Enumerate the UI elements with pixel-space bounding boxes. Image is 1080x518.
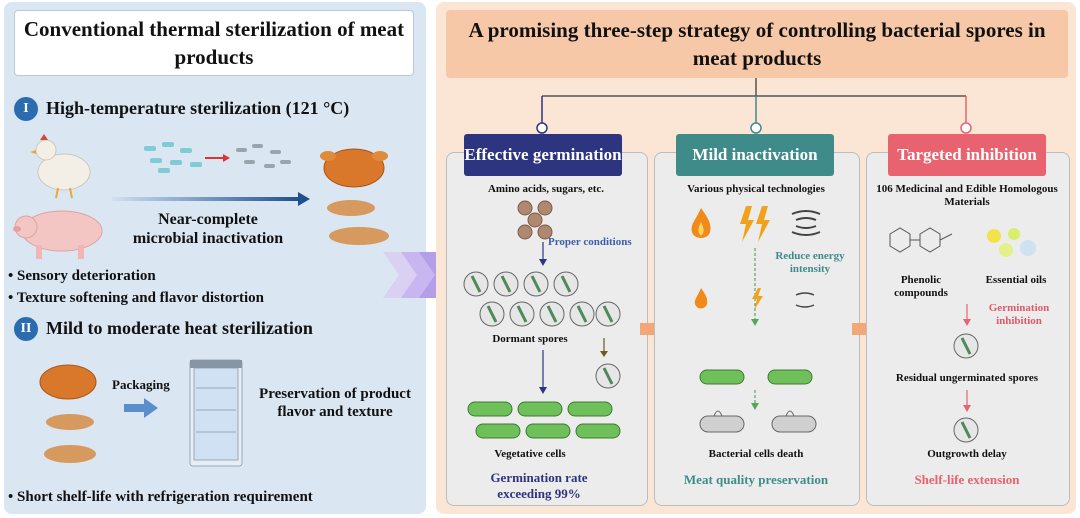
down-arrow-icon — [539, 350, 547, 394]
down-arrow-icon — [963, 390, 971, 412]
oil-drop-icon — [987, 228, 1036, 257]
step-3-stage-2: Outgrowth delay — [927, 448, 1007, 460]
step-3-stage-1: Residual ungerminated spores — [895, 372, 1039, 384]
step-3-material-1: Phenolic compounds — [894, 274, 948, 299]
bullet-3: • Short shelf-life with refrigeration re… — [8, 489, 313, 505]
nutrient-beads-icon — [517, 200, 553, 240]
step-2-box — [654, 152, 860, 506]
bullet-1: • Sensory deterioration — [8, 268, 156, 284]
dead-cells-icon — [699, 410, 817, 433]
chicken-icon — [30, 134, 91, 199]
down-arrow-icon — [963, 304, 971, 326]
section-2-badge: II — [14, 317, 38, 341]
sausage-icon — [44, 414, 96, 463]
vegetative-cells-icon — [467, 401, 621, 439]
step-1-condition: Proper conditions — [548, 236, 632, 248]
step-2-result: Meat quality preservation — [683, 472, 829, 487]
step-3-note: Germination inhibition — [988, 302, 1050, 327]
spore-cluster-icon — [463, 271, 621, 327]
dashed-down-arrow-icon — [751, 390, 759, 410]
step-3-subtitle: 106 Medicinal and Edible Homologous Mate… — [876, 183, 1058, 208]
bacteria-cluster-icon — [144, 142, 202, 173]
lightning-icon — [740, 206, 770, 242]
flame-icon — [691, 208, 711, 238]
step-2-stage-1: Bacterial cells death — [708, 448, 804, 460]
roast-chicken-icon — [320, 148, 388, 188]
single-spore-icon — [953, 333, 979, 359]
step-2-header: Mild inactivation — [676, 134, 834, 176]
bullet-1-text: Sensory deterioration — [17, 268, 156, 284]
packaging-label: Packaging — [112, 377, 170, 392]
molecule-icon — [889, 227, 953, 253]
dead-bacteria-icon — [236, 144, 291, 168]
right-panel-title: A promising three-step strategy of contr… — [446, 10, 1068, 78]
bullet-2: • Texture softening and flavor distortio… — [8, 290, 264, 306]
step-3-material-2: Essential oils — [985, 274, 1047, 286]
section-2-heading: Mild to moderate heat sterilization — [46, 318, 313, 338]
bullet-3-text: Short shelf-life with refrigeration requ… — [17, 489, 313, 505]
vegetative-cells-icon — [699, 369, 813, 385]
pig-icon — [13, 210, 103, 259]
preservation-label: Preservation of product flavor and textu… — [259, 386, 411, 420]
down-arrow-icon — [539, 242, 547, 266]
packaging-arrow-icon — [124, 398, 158, 418]
arrow-icon — [205, 154, 230, 162]
title-connectors — [536, 78, 972, 134]
step-3-header: Targeted inhibition — [888, 134, 1046, 176]
step-2-note: Reduce energy intensity — [775, 250, 845, 275]
flame-icon — [694, 288, 708, 309]
inactivation-label: Near-complete microbial inactivation — [132, 211, 284, 247]
step-1-result: Germination rate exceeding 99% — [490, 470, 588, 501]
wave-icon — [795, 292, 815, 308]
wave-icon — [791, 210, 821, 236]
left-panel-title: Conventional thermal sterilization of me… — [14, 10, 414, 76]
process-arrow-icon — [112, 192, 310, 206]
bullet-2-text: Texture softening and flavor distortion — [16, 290, 264, 306]
refrigerator-icon — [189, 359, 243, 467]
single-spore-icon — [953, 417, 979, 443]
single-spore-icon — [595, 338, 621, 389]
section-1-heading: High-temperature sterilization (121 °C) — [46, 98, 350, 118]
sausage-icon — [327, 200, 389, 245]
step-1-header: Effective germination — [464, 134, 622, 176]
step-3-box — [866, 152, 1070, 506]
section-1-badge: I — [14, 97, 38, 121]
step-1-subtitle: Amino acids, sugars, etc. — [487, 183, 605, 195]
lightning-icon — [752, 288, 763, 310]
step-3-result: Shelf-life extension — [914, 472, 1020, 487]
roast-chicken-icon — [39, 364, 97, 400]
step-1-stage-2: Vegetative cells — [494, 448, 566, 460]
step-1-stage-1: Dormant spores — [492, 333, 568, 345]
step-2-subtitle: Various physical technologies — [687, 183, 825, 195]
